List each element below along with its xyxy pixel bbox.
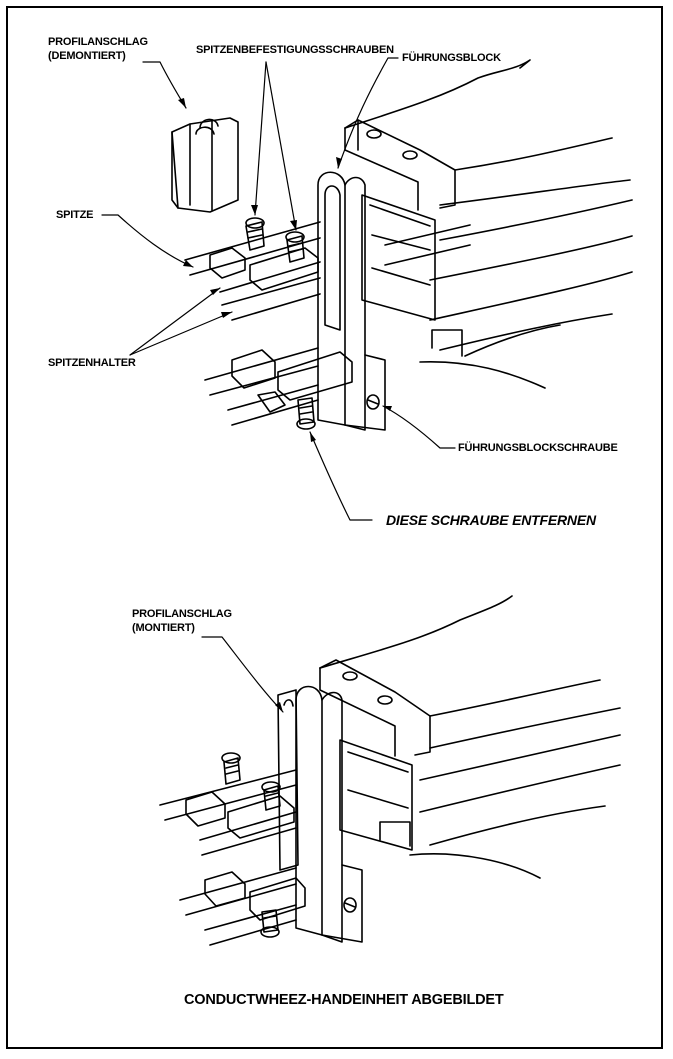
label-guide-block-screw: FÜHRUNGSBLOCKSCHRAUBE <box>458 442 618 454</box>
leader-lines <box>101 57 456 713</box>
label-tip: SPITZE <box>56 209 94 221</box>
label-profile-stop-detached-line1: PROFILANSCHLAG <box>48 36 148 48</box>
label-profile-stop-mounted-line2: (MONTIERT) <box>132 622 195 634</box>
label-guide-block: FÜHRUNGSBLOCK <box>402 52 501 64</box>
top-assembly-drawing <box>171 59 633 431</box>
bottom-assembly-drawing <box>159 595 621 946</box>
figure-caption: CONDUCTWHEEZ-HANDEINHEIT ABGEBILDET <box>184 992 504 1008</box>
label-remove-this-screw: DIESE SCHRAUBE ENTFERNEN <box>386 512 596 528</box>
label-profile-stop-mounted-line1: PROFILANSCHLAG <box>132 608 232 620</box>
arrow-heads <box>178 98 392 712</box>
figure-frame <box>6 6 663 1049</box>
label-tip-holder: SPITZENHALTER <box>48 357 136 369</box>
label-profile-stop-detached-line2: (DEMONTIERT) <box>48 50 126 62</box>
label-tip-mounting-screws: SPITZENBEFESTIGUNGSSCHRAUBEN <box>196 44 394 56</box>
